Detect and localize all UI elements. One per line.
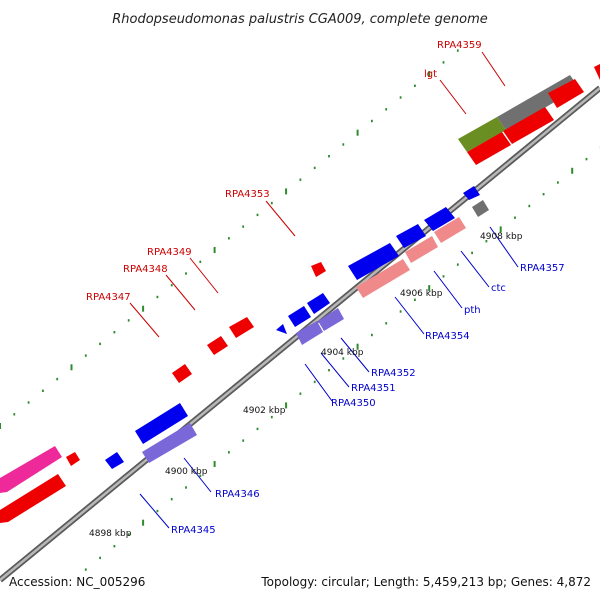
gene-label[interactable]: RPA4347 — [86, 292, 131, 303]
gene-feature[interactable] — [296, 321, 323, 345]
accession-text: Accession: NC_005296 — [9, 575, 145, 589]
gene-label[interactable]: RPA4352 — [371, 368, 416, 379]
gene-label[interactable]: RPA4359 — [437, 40, 482, 51]
kbp-label: 4906 kbp — [400, 289, 443, 299]
gene-feature[interactable] — [105, 452, 124, 469]
label-leader-lines — [129, 51, 519, 529]
gene-feature[interactable] — [458, 117, 506, 152]
genome-stats-text: Topology: circular; Length: 5,459,213 bp… — [260, 575, 591, 589]
gene-feature[interactable] — [207, 336, 228, 355]
gene-feature[interactable] — [424, 207, 455, 231]
gene-feature[interactable] — [276, 324, 287, 334]
gene-feature[interactable] — [0, 446, 62, 493]
gene-feature[interactable] — [405, 236, 438, 263]
gene-label[interactable]: RPA4351 — [351, 383, 396, 394]
gene-feature[interactable] — [434, 217, 466, 243]
gene-label[interactable]: RPA4345 — [171, 525, 216, 536]
gene-feature[interactable] — [318, 308, 344, 331]
gene-label[interactable]: RPA4346 — [215, 489, 260, 500]
gene-feature[interactable] — [172, 364, 192, 383]
gene-feature[interactable] — [396, 224, 426, 248]
gene-label[interactable]: ctc — [491, 283, 506, 294]
kbp-label: 4904 kbp — [321, 348, 364, 358]
gene-feature[interactable] — [307, 293, 330, 314]
gene-label[interactable]: RPA4353 — [225, 189, 270, 200]
gene-features — [0, 64, 600, 523]
gene-feature[interactable] — [463, 186, 480, 200]
kbp-label: 4902 kbp — [243, 406, 286, 416]
gene-feature[interactable] — [311, 262, 326, 277]
scale-dot-tracks — [0, 49, 600, 571]
gene-label[interactable]: RPA4348 — [123, 264, 168, 275]
gene-feature[interactable] — [0, 474, 66, 523]
gene-label[interactable]: lgt — [424, 69, 437, 80]
gene-feature[interactable] — [288, 306, 311, 327]
bottom-strand-labels: RPA4357 ctc pth RPA4354 RPA4352 RPA4351 … — [171, 263, 565, 536]
kbp-scale-labels: 4898 kbp 4900 kbp 4902 kbp 4904 kbp 4906… — [89, 232, 523, 539]
kbp-label: 4900 kbp — [165, 467, 208, 477]
gene-feature[interactable] — [356, 259, 410, 298]
top-strand-labels: RPA4359 lgt RPA4353 RPA4349 RPA4348 RPA4… — [86, 40, 482, 303]
gene-feature[interactable] — [467, 132, 511, 165]
gene-label[interactable]: RPA4349 — [147, 247, 192, 258]
gene-label[interactable]: pth — [464, 305, 481, 316]
gene-feature[interactable] — [548, 79, 584, 108]
gene-feature[interactable] — [229, 317, 254, 338]
kbp-label: 4908 kbp — [480, 232, 523, 242]
gene-label[interactable]: RPA4354 — [425, 331, 470, 342]
kbp-label: 4898 kbp — [89, 529, 132, 539]
gene-feature[interactable] — [472, 200, 489, 217]
gene-feature[interactable] — [503, 107, 554, 144]
gene-feature[interactable] — [66, 452, 80, 466]
gene-label[interactable]: RPA4357 — [520, 263, 565, 274]
gene-feature[interactable] — [348, 243, 399, 280]
map-title: Rhodopseudomonas palustris CGA009, compl… — [112, 12, 488, 27]
gene-feature[interactable] — [594, 64, 600, 80]
gene-label[interactable]: RPA4350 — [331, 398, 376, 409]
gene-feature[interactable] — [135, 403, 188, 444]
gene-feature[interactable] — [142, 423, 197, 463]
